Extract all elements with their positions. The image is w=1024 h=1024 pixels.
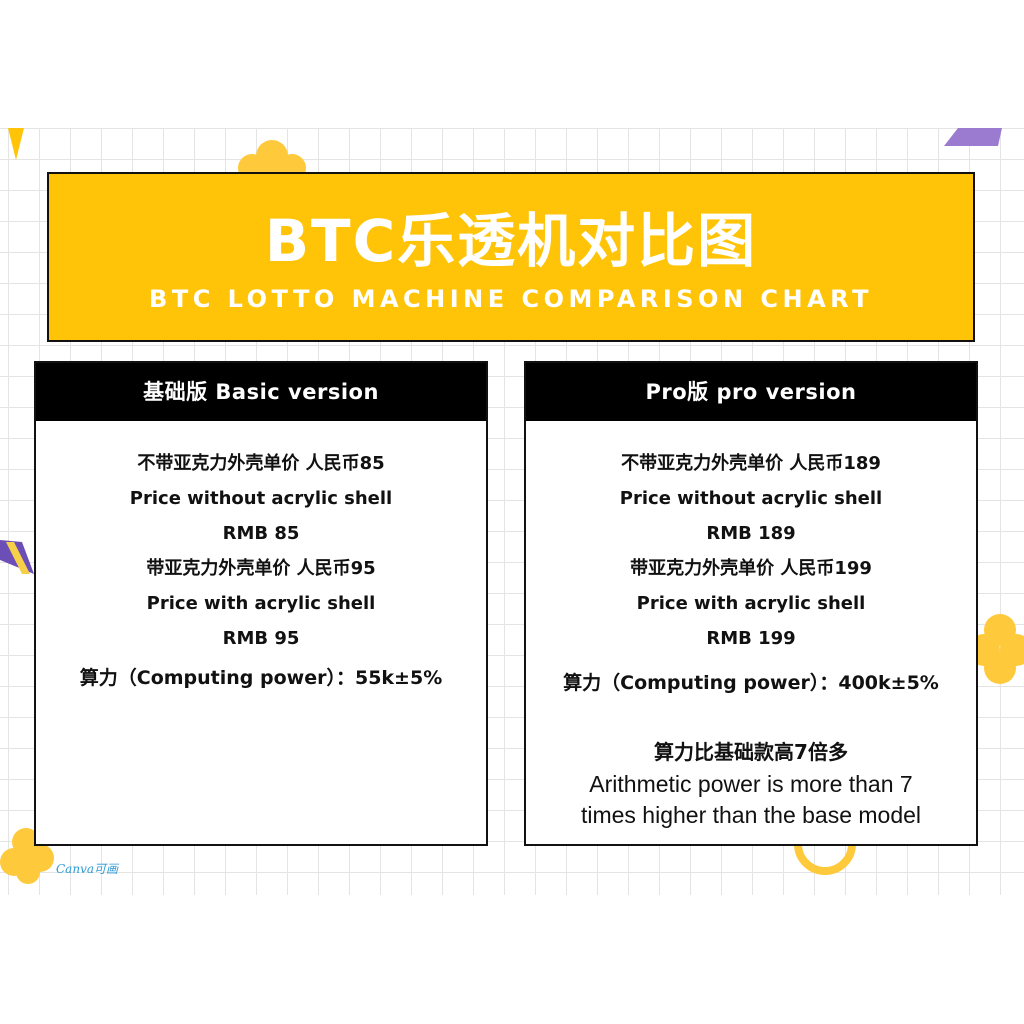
basic-version-header: 基础版 Basic version <box>36 363 486 421</box>
basic-price-list: 不带亚克力外壳单价 人民币85 Price without acrylic sh… <box>36 446 486 656</box>
pro-comparison-en-line2: times higher than the base model <box>580 802 922 828</box>
canva-logo: Canva可画 <box>56 862 118 876</box>
pro-comparison-en-line1: Arithmetic power is more than 7 <box>589 771 913 797</box>
purple-stripe-decoration <box>0 540 34 574</box>
basic-price-line: Price without acrylic shell <box>129 488 393 509</box>
yellow-flower-right-decoration <box>968 614 1024 684</box>
yellow-flower-bottom-decoration <box>0 828 54 884</box>
basic-price-line: 带亚克力外壳单价 人民币95 <box>146 558 376 579</box>
yellow-ring-decoration <box>794 843 856 875</box>
purple-shape-decoration <box>944 128 1002 146</box>
basic-price-line: Price with acrylic shell <box>146 593 376 614</box>
pro-price-line: RMB 199 <box>706 628 796 649</box>
page-title: BTC乐透机对比图 <box>264 207 758 275</box>
yellow-triangle-decoration <box>8 128 24 160</box>
basic-price-line: RMB 95 <box>222 628 300 649</box>
pro-price-line: Price without acrylic shell <box>619 488 883 509</box>
basic-price-line: 不带亚克力外壳单价 人民币85 <box>137 453 385 474</box>
pro-price-line: 不带亚克力外壳单价 人民币189 <box>621 453 881 474</box>
pro-version-header: Pro版 pro version <box>526 363 976 421</box>
pro-price-list: 不带亚克力外壳单价 人民币189 Price without acrylic s… <box>526 446 976 656</box>
pro-comparison-note: 算力比基础款高7倍多 Arithmetic power is more than… <box>526 735 976 831</box>
basic-version-card: 基础版 Basic version 不带亚克力外壳单价 人民币85 Price … <box>34 361 488 846</box>
page-subtitle: BTC LOTTO MACHINE COMPARISON CHART <box>149 285 873 313</box>
pro-price-line: Price with acrylic shell <box>636 593 866 614</box>
pro-price-line: RMB 189 <box>706 523 796 544</box>
pro-version-card: Pro版 pro version 不带亚克力外壳单价 人民币189 Price … <box>524 361 978 846</box>
pro-comparison-cn: 算力比基础款高7倍多 <box>654 740 848 764</box>
title-banner: BTC乐透机对比图 BTC LOTTO MACHINE COMPARISON C… <box>47 172 975 342</box>
pro-price-line: 带亚克力外壳单价 人民币199 <box>630 558 872 579</box>
basic-price-line: RMB 85 <box>222 523 300 544</box>
basic-computing-power: 算力（Computing power）：55k±5% <box>79 667 443 689</box>
pro-computing-power: 算力（Computing power）：400k±5% <box>563 672 939 694</box>
